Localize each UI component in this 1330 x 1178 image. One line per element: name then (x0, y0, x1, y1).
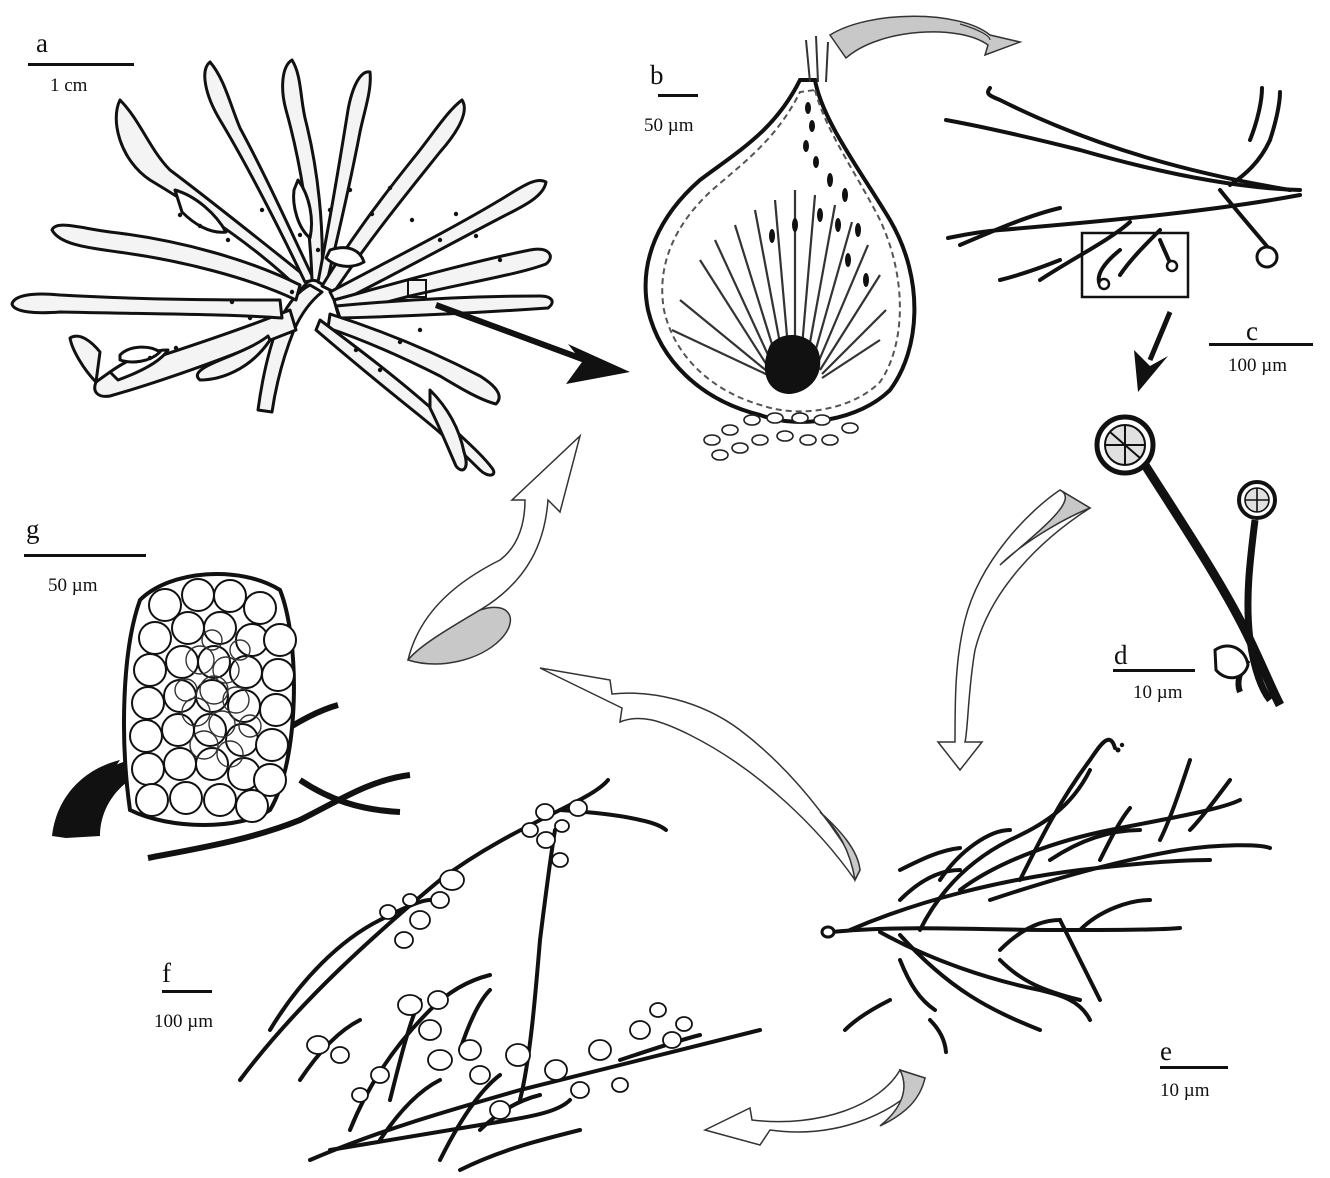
cycle-arrow-top (830, 16, 1020, 58)
panel-e-letter: e (1160, 1038, 1172, 1065)
panel-c-scale-bar (1209, 343, 1313, 346)
panel-a-thallus-drawing (12, 60, 552, 475)
panel-c-filament-drawing (946, 88, 1300, 285)
panel-d-letter: d (1114, 642, 1128, 669)
panel-a-scale-label: 1 cm (50, 76, 87, 95)
panel-c-sporangium (1167, 261, 1177, 271)
panel-b-cystocarp-drawing (646, 36, 915, 460)
panel-g-cells (130, 579, 296, 822)
panel-e-scale-bar (1160, 1066, 1228, 1069)
cycle-arrow-bottom (705, 1070, 925, 1145)
panel-g-letter: g (26, 516, 40, 543)
panel-f-scale-label: 100 µm (154, 1012, 213, 1031)
panel-d-scale-bar (1113, 669, 1195, 672)
pointer-arrow-c-to-d (1134, 312, 1170, 392)
panel-c-terminal-cell (1257, 247, 1277, 267)
panel-e-spore (822, 927, 834, 937)
panel-a-scale-bar (28, 63, 134, 66)
panel-g-scale-bar (24, 554, 146, 557)
panel-f-letter: f (162, 960, 171, 987)
panel-c-letter: c (1246, 318, 1258, 345)
panel-c-scale-label: 100 µm (1228, 356, 1287, 375)
panel-d-scale-label: 10 µm (1133, 683, 1182, 702)
panel-b-letter: b (650, 62, 664, 89)
panel-c-sporangium (1099, 279, 1109, 289)
panel-f-sporangia-clusters (307, 800, 692, 1119)
panel-e-scale-label: 10 µm (1160, 1081, 1209, 1100)
panel-g-scale-label: 50 µm (48, 576, 97, 595)
panel-b-scale-bar (658, 94, 698, 97)
panel-b-scale-label: 50 µm (644, 116, 693, 135)
panel-f-scale-bar (162, 990, 212, 993)
panel-e-filament-network-drawing (832, 740, 1270, 1052)
cycle-arrow-center (540, 668, 860, 880)
cycle-arrow-right (938, 490, 1090, 770)
panel-a-letter: a (36, 30, 48, 57)
